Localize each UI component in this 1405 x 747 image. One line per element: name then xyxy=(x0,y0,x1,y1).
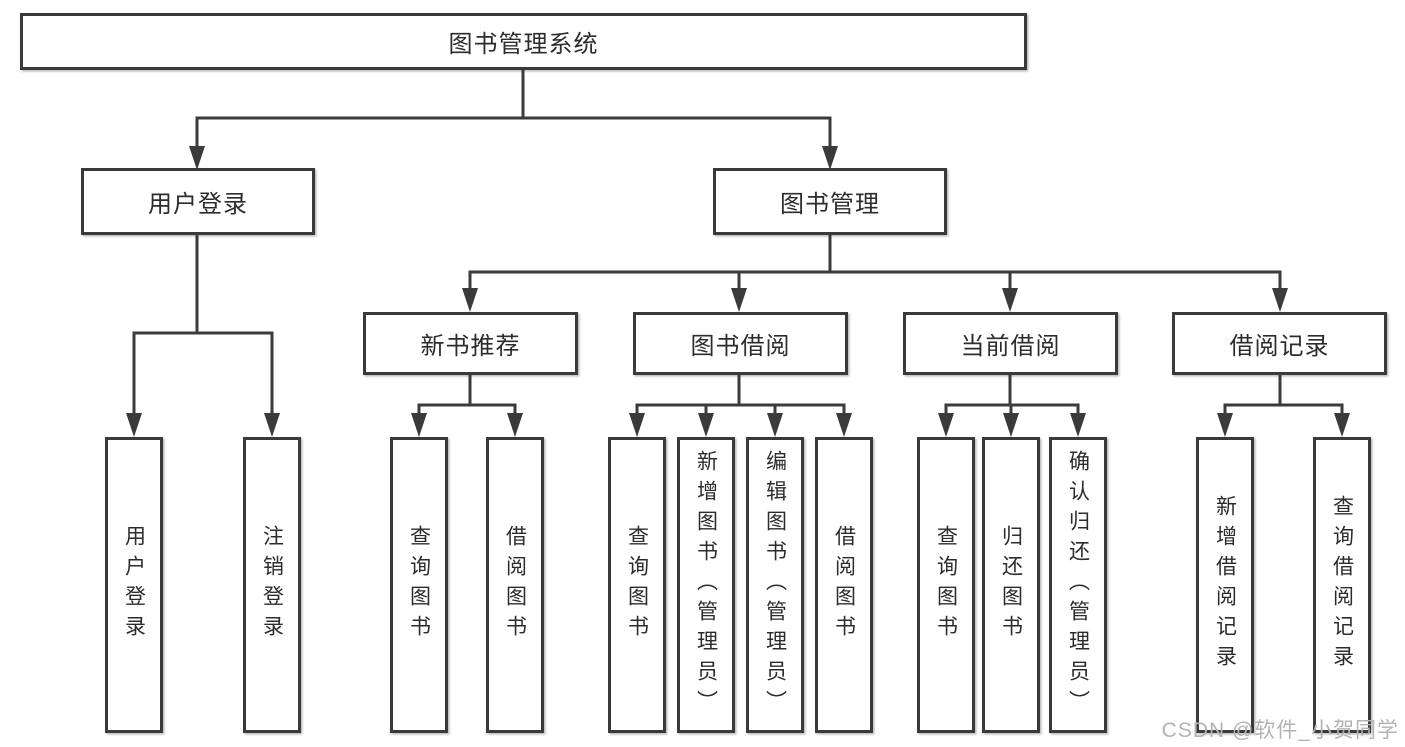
node-new-book-recommend: 新书推荐 xyxy=(363,312,578,375)
leaf-current-query-books-label: 查询图书 xyxy=(934,525,958,645)
node-library-system: 图书管理系统 xyxy=(20,13,1027,70)
leaf-newbook-query-books-label: 查询图书 xyxy=(407,525,431,645)
leaf-logout: 注销登录 xyxy=(243,437,301,733)
node-book-borrow-label: 图书借阅 xyxy=(690,333,791,360)
leaf-logout-label: 注销登录 xyxy=(260,525,284,645)
node-book-management: 图书管理 xyxy=(713,168,947,235)
node-user-login-label: 用户登录 xyxy=(148,191,248,218)
node-user-login: 用户登录 xyxy=(81,168,315,235)
node-book-management-label: 图书管理 xyxy=(780,191,880,218)
node-current-borrow-label: 当前借阅 xyxy=(960,333,1061,360)
leaf-current-return-books-label: 归还图书 xyxy=(999,525,1023,645)
leaf-borrow-add-books-admin: 新增图书（管理员） xyxy=(677,437,735,733)
leaf-borrow-edit-books-admin-label: 编辑图书（管理员） xyxy=(763,450,787,720)
leaf-current-query-books: 查询图书 xyxy=(917,437,975,733)
leaf-borrow-borrow-books: 借阅图书 xyxy=(815,437,873,733)
leaf-user-login: 用户登录 xyxy=(105,437,163,733)
leaf-newbook-borrow-books-label: 借阅图书 xyxy=(503,525,527,645)
leaf-records-add-record: 新增借阅记录 xyxy=(1196,437,1254,733)
leaf-records-add-record-label: 新增借阅记录 xyxy=(1213,495,1237,675)
leaf-newbook-borrow-books: 借阅图书 xyxy=(486,437,544,733)
node-current-borrow: 当前借阅 xyxy=(903,312,1118,375)
node-borrow-records: 借阅记录 xyxy=(1172,312,1387,375)
leaf-user-login-label: 用户登录 xyxy=(122,525,146,645)
leaf-current-return-books: 归还图书 xyxy=(982,437,1040,733)
leaf-borrow-borrow-books-label: 借阅图书 xyxy=(832,525,856,645)
leaf-newbook-query-books: 查询图书 xyxy=(390,437,448,733)
node-book-borrow: 图书借阅 xyxy=(633,312,848,375)
node-library-system-label: 图书管理系统 xyxy=(448,31,599,58)
leaf-records-query-record: 查询借阅记录 xyxy=(1313,437,1371,733)
watermark: CSDN @软件_小贺同学 xyxy=(1161,719,1399,742)
leaf-borrow-edit-books-admin: 编辑图书（管理员） xyxy=(746,437,804,733)
leaf-borrow-query-books-label: 查询图书 xyxy=(625,525,649,645)
leaf-borrow-add-books-admin-label: 新增图书（管理员） xyxy=(694,450,718,720)
leaf-current-confirm-return-admin: 确认归还（管理员） xyxy=(1049,437,1107,733)
leaf-records-query-record-label: 查询借阅记录 xyxy=(1330,495,1354,675)
node-new-book-recommend-label: 新书推荐 xyxy=(420,333,521,360)
leaf-current-confirm-return-admin-label: 确认归还（管理员） xyxy=(1066,450,1090,720)
node-borrow-records-label: 借阅记录 xyxy=(1229,333,1330,360)
leaf-borrow-query-books: 查询图书 xyxy=(608,437,666,733)
